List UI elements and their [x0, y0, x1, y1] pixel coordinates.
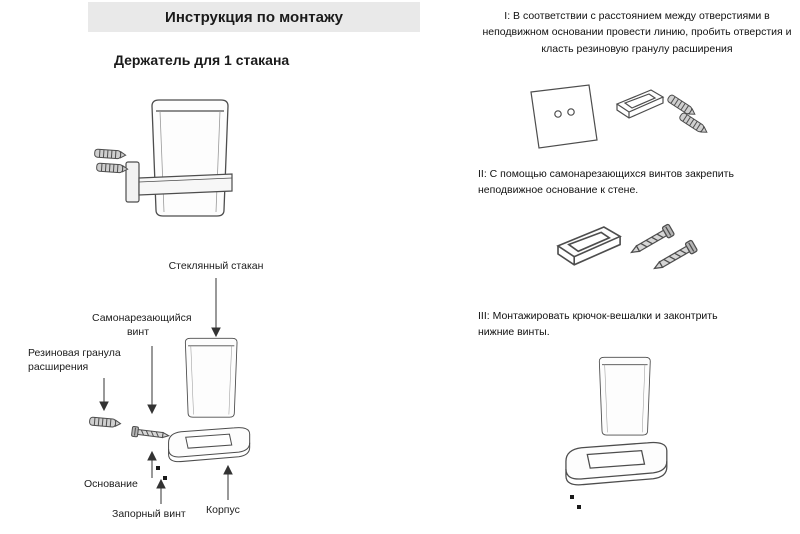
glass-arrow	[211, 278, 221, 338]
base-bracket-shape	[616, 89, 664, 119]
label-body: Корпус	[206, 504, 240, 516]
glass-cup-shape	[151, 99, 229, 217]
lock-screw-arrow	[156, 478, 166, 504]
rubber-arrow	[99, 378, 109, 412]
self-tapping-screw-icon	[650, 239, 699, 275]
lock-screw-dots	[570, 495, 581, 509]
holder-body-shape	[168, 427, 251, 463]
glass-cup-shape	[598, 356, 651, 436]
body-arrow	[223, 464, 233, 500]
wall-anchor-icon	[93, 148, 127, 160]
page-title: Инструкция по монтажу	[88, 2, 420, 32]
holder-ring-front	[138, 173, 233, 196]
wall-anchor-icon	[95, 162, 129, 174]
exploded-diagram: Стеклянный стакан Самонарезающийся винт …	[20, 252, 282, 532]
rubber-anchor-icon	[678, 111, 710, 137]
exploded-parts-drawing	[88, 278, 251, 504]
assembled-holder-drawing	[93, 99, 233, 217]
holder-body-shape	[565, 441, 668, 486]
label-base: Основание	[84, 478, 138, 490]
glass-cup-shape	[184, 337, 238, 418]
step-1-text: I: В соответствии с расстоянием между от…	[482, 10, 792, 55]
base-bracket-shape	[557, 226, 621, 266]
marking-plate-shape	[530, 84, 598, 149]
step-1-drawing	[530, 84, 710, 149]
lock-screw-dots	[156, 466, 167, 480]
rubber-anchor-icon	[88, 416, 122, 429]
page-title-text: Инструкция по монтажу	[165, 8, 343, 26]
label-screw: Самонарезающийся винт	[92, 312, 192, 338]
self-tapping-screw-icon	[130, 425, 170, 442]
step-2-text: II: С помощью самонарезающихся винтов за…	[478, 168, 734, 197]
step-3-text: III: Монтажировать крючок-вешалки и зако…	[478, 310, 718, 339]
step-3-drawing	[565, 356, 668, 509]
product-subtitle: Держатель для 1 стакана	[114, 52, 290, 68]
label-glass: Стеклянный стакан	[168, 260, 264, 272]
step-2-drawing	[557, 223, 699, 275]
screw-arrow	[147, 346, 157, 415]
label-rubber: Резиновая гранула расширения	[28, 347, 121, 373]
self-tapping-screw-icon	[627, 223, 676, 259]
label-lock-screw: Запорный винт	[112, 508, 186, 520]
base-arrow	[147, 450, 157, 478]
wall-flange-shape	[125, 161, 140, 203]
